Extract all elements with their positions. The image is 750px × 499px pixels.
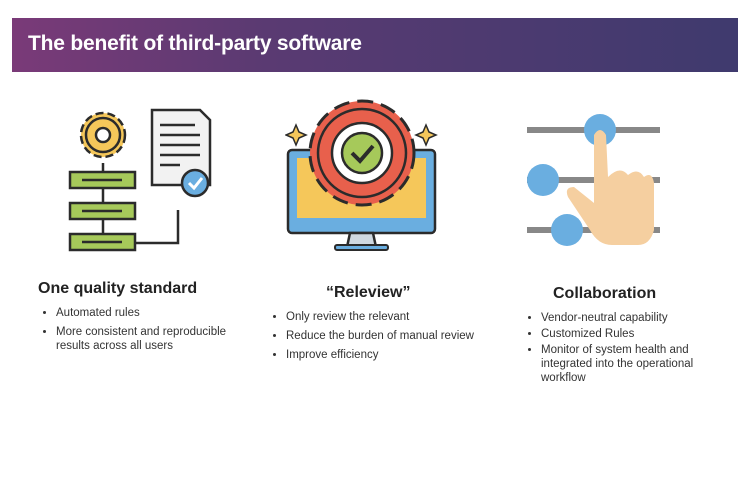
bullet-item: More consistent and reproducible results… xyxy=(56,325,228,353)
sparkle-icon xyxy=(285,123,438,147)
bullet-item: Only review the relevant xyxy=(286,310,508,324)
column-heading: One quality standard xyxy=(38,280,198,297)
column-releview: “Releview” Only review the relevant Redu… xyxy=(268,284,508,367)
monitor-gear-check-icon xyxy=(285,99,438,251)
check-circle-icon xyxy=(180,168,210,198)
bullet-item: Reduce the burden of manual review xyxy=(286,329,508,343)
slider-knob-icon xyxy=(527,114,616,246)
column-heading: “Releview” xyxy=(326,284,411,301)
bullet-item: Automated rules xyxy=(56,306,228,320)
column-collaboration: Collaboration Vendor-neutral capability … xyxy=(523,285,723,387)
title-banner: The benefit of third-party software xyxy=(12,18,738,72)
column-heading: Collaboration xyxy=(553,285,657,302)
workflow-document-icon xyxy=(68,108,212,252)
bullet-item: Vendor-neutral capability xyxy=(541,311,723,325)
gear-icon xyxy=(308,99,416,207)
slider-hand-icon xyxy=(527,114,660,246)
hand-icon xyxy=(566,130,654,245)
gear-icon xyxy=(79,111,127,159)
column-quality-standard: One quality standard Automated rules Mor… xyxy=(38,280,228,358)
bullet-item: Monitor of system health and integrated … xyxy=(541,343,723,385)
bullet-item: Customized Rules xyxy=(541,327,723,341)
slide-title: The benefit of third-party software xyxy=(28,32,362,55)
bullet-item: Improve efficiency xyxy=(286,348,508,362)
document-icon xyxy=(150,108,212,187)
